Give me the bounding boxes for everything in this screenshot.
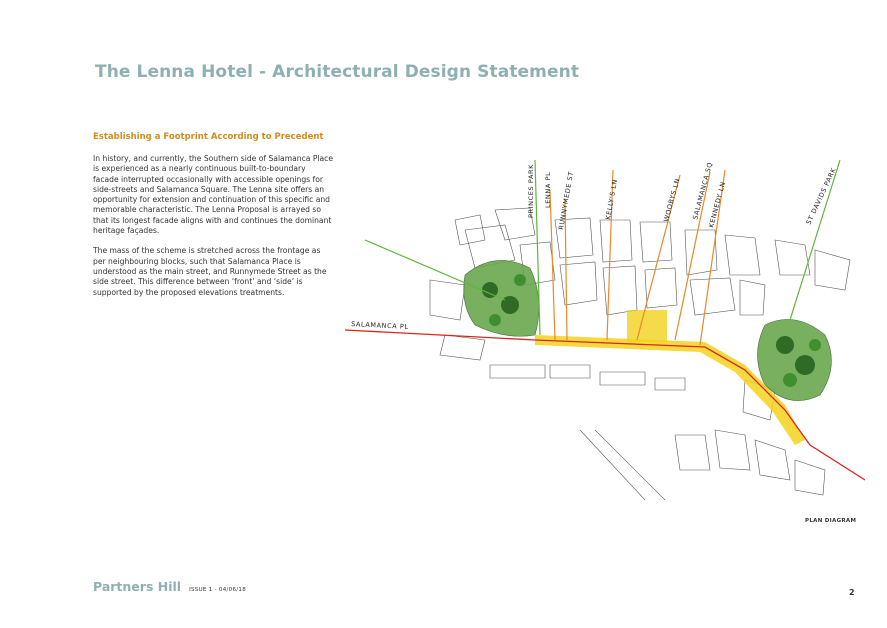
frontage-band xyxy=(535,335,805,445)
footer: Partners Hill ISSUE 1 - 04/06/18 xyxy=(93,579,246,594)
page-number: 2 xyxy=(849,588,855,597)
green-axes xyxy=(364,159,841,336)
salamanca-square xyxy=(627,310,667,342)
brand-logo: Partners Hill xyxy=(93,579,182,594)
issue-label: ISSUE 1 - 04/06/18 xyxy=(189,587,246,593)
label-st-davids-park: ST DAVIDS PARK xyxy=(805,166,838,225)
st-davids-park xyxy=(757,319,832,401)
label-kellys-ln: KELLY'S LN xyxy=(604,178,619,220)
plan-diagram: SALAMANCA PL PRINCES PARK LENNA PL RUNNY… xyxy=(345,159,865,500)
label-runnymede-st: RUNNYMEDE ST xyxy=(557,171,575,231)
label-princes-park: PRINCES PARK xyxy=(527,164,535,218)
label-salamanca-pl: SALAMANCA PL xyxy=(351,320,409,331)
label-woobys-ln: WOOBYS LN xyxy=(662,177,681,222)
section-heading: Establishing a Footprint According to Pr… xyxy=(93,132,324,142)
salamanca-place-line xyxy=(345,329,865,481)
body-text: In history, and currently, the Southern … xyxy=(93,154,333,308)
plan-diagram-caption: PLAN DIAGRAM xyxy=(805,518,857,524)
paragraph-2: The mass of the scheme is stretched acro… xyxy=(93,246,327,297)
city-blocks xyxy=(429,207,851,500)
label-lenna-pl: LENNA PL xyxy=(544,172,552,208)
page-title: The Lenna Hotel - Architectural Design S… xyxy=(95,62,580,82)
side-streets xyxy=(549,169,726,346)
paragraph-1: In history, and currently, the Southern … xyxy=(93,154,334,236)
